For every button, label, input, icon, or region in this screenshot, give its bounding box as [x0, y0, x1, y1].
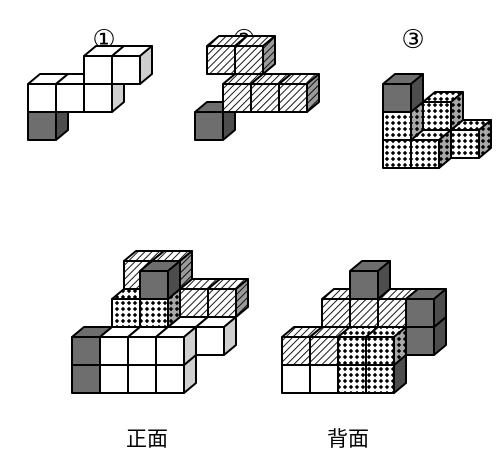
cube-front-face [365, 336, 395, 366]
cube-front-face [99, 364, 129, 394]
cube-front-face [139, 270, 169, 300]
cube-front-face [309, 336, 339, 366]
cube-front-face [179, 288, 209, 318]
cube-front-face [111, 55, 141, 85]
cube-front-face [27, 83, 57, 113]
cube-front-face [206, 45, 236, 75]
cube-front-face [382, 139, 412, 169]
cube-front-face [83, 83, 113, 113]
cube-front-face [281, 336, 311, 366]
cube-front-face [405, 326, 435, 356]
cube-front-face [281, 364, 311, 394]
cube-front-face [99, 336, 129, 366]
cube-front-face [194, 111, 224, 141]
cube-front-face [410, 139, 440, 169]
cube-front-face [321, 298, 351, 328]
cube-front-face [139, 298, 169, 328]
cube-front-face [155, 364, 185, 394]
piece-1 [27, 45, 153, 141]
cube-front-face [55, 83, 85, 113]
cube-front-face [278, 83, 308, 113]
cube-front-face [111, 298, 141, 328]
cube-front-face [71, 336, 101, 366]
cube-front-face [337, 336, 367, 366]
cube-front-face [309, 364, 339, 394]
front-view-label: 正面 [126, 427, 168, 451]
cube-front-face [127, 364, 157, 394]
cube-front-face [382, 83, 412, 113]
piece-2 [194, 35, 320, 141]
cube-front-face [127, 336, 157, 366]
back-view-label: 背面 [327, 427, 369, 451]
cube-front-face [450, 129, 480, 159]
piece-label-3: ③ [401, 25, 424, 55]
cube-front-face [195, 326, 225, 356]
cube-front-face [250, 83, 280, 113]
cube-front-face [83, 55, 113, 85]
cube-front-face [71, 364, 101, 394]
cube-front-face [27, 111, 57, 141]
cube-front-face [422, 101, 452, 131]
cube-front-face [222, 83, 252, 113]
cube-front-face [155, 336, 185, 366]
cube-front-face [207, 288, 237, 318]
cube-front-face [349, 298, 379, 328]
back-view-assembly [281, 260, 447, 394]
cube-front-face [405, 298, 435, 328]
cube-front-face [382, 111, 412, 141]
piece-3 [382, 73, 492, 169]
cube-front-face [349, 270, 379, 300]
cube-front-face [365, 364, 395, 394]
front-view-assembly [71, 250, 249, 394]
cube-front-face [377, 298, 407, 328]
cube-front-face [337, 364, 367, 394]
cube-front-face [234, 45, 264, 75]
